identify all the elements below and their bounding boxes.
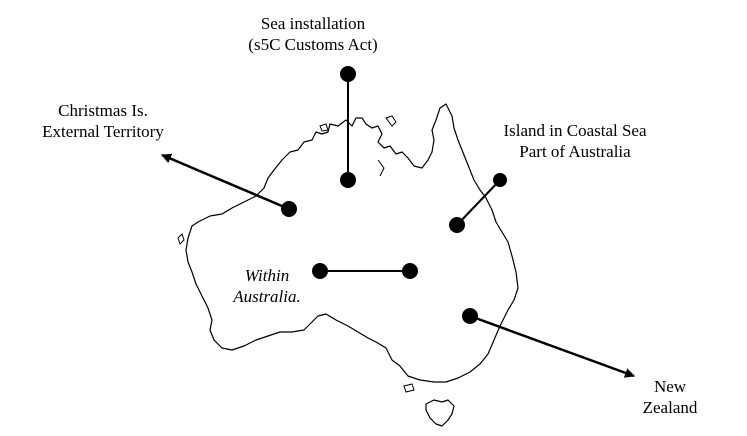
coastal-island-label: Island in Coastal Sea Part of Australia bbox=[470, 120, 680, 162]
islands-near-coast bbox=[319, 123, 329, 132]
christmas-island-label-line2: External Territory bbox=[42, 122, 164, 141]
christmas-island-origin-dot bbox=[281, 201, 297, 217]
coastal-island-mainland-dot bbox=[449, 217, 465, 233]
within-australia-dot-west bbox=[312, 263, 328, 279]
sea-installation-label-line2: (s5C Customs Act) bbox=[248, 35, 378, 54]
new-zealand-label-line2: Zealand bbox=[642, 398, 698, 417]
islands-west bbox=[177, 233, 185, 245]
sea-installation-coast-dot bbox=[340, 172, 356, 188]
coastal-island-label-line2: Part of Australia bbox=[519, 142, 631, 161]
christmas-island-arrow bbox=[161, 153, 290, 211]
within-australia-label-line2: Australia. bbox=[233, 287, 301, 306]
northern-island bbox=[385, 115, 397, 127]
coastal-island-connector bbox=[456, 179, 501, 226]
christmas-island-label: Christmas Is. External Territory bbox=[18, 100, 188, 142]
coastal-island-dot bbox=[493, 173, 507, 187]
australia-mainland-outline bbox=[185, 103, 519, 383]
new-zealand-origin-dot bbox=[462, 308, 478, 324]
gulf-detail bbox=[377, 159, 385, 177]
kangaroo-island bbox=[403, 383, 415, 393]
tasmania-outline bbox=[425, 399, 455, 427]
within-australia-label-line1: Within bbox=[244, 266, 290, 285]
within-australia-dot-east bbox=[402, 263, 418, 279]
sea-installation-dot bbox=[340, 66, 356, 82]
christmas-island-label-line1: Christmas Is. bbox=[58, 101, 148, 120]
new-zealand-label: New Zealand bbox=[640, 376, 700, 418]
within-australia-label: Within Australia. bbox=[222, 265, 312, 307]
new-zealand-arrow bbox=[469, 314, 635, 378]
coastal-island-label-line1: Island in Coastal Sea bbox=[503, 121, 647, 140]
sea-installation-label-line1: Sea installation bbox=[260, 14, 366, 33]
new-zealand-label-line1: New bbox=[653, 377, 687, 396]
sea-installation-label: Sea installation (s5C Customs Act) bbox=[228, 13, 398, 55]
